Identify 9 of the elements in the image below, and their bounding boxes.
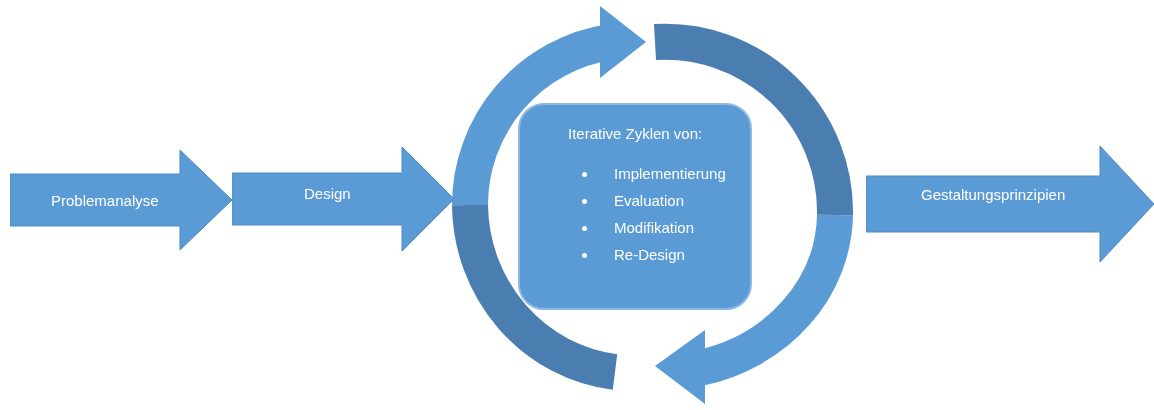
- list-item: Re-Design: [613, 246, 686, 263]
- arrow-label: Gestaltungsprinzipien: [921, 186, 1066, 203]
- rounded-box: [518, 103, 752, 310]
- list-item: Evaluation: [613, 192, 686, 209]
- list-item: Implementierung: [613, 165, 726, 182]
- list-item: Modifikation: [613, 219, 696, 236]
- arrow-label: Problemanalyse: [51, 192, 159, 209]
- heading-text: Iterative Zyklen von:: [568, 125, 703, 142]
- arrow-label: Design: [304, 185, 351, 202]
